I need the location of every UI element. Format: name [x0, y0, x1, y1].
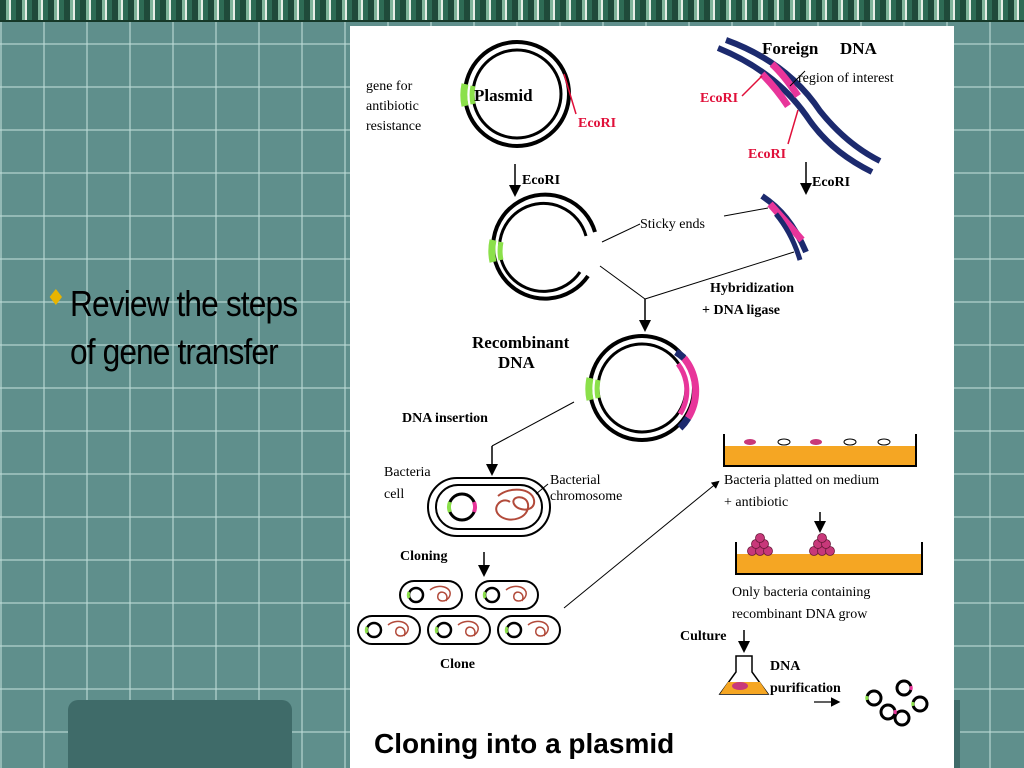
clone-cell [357, 615, 421, 645]
recombinant-dna-label: DNA [498, 353, 536, 372]
recombinant-plasmid [585, 334, 700, 442]
region-of-interest-label: region of interest [798, 71, 894, 86]
plasmid-ecori-label: EcoRI [578, 116, 616, 131]
foreign-ecori-label-1: EcoRI [700, 91, 738, 106]
clone-cell [475, 580, 539, 610]
bottom-decorative-panel [68, 700, 292, 768]
bacterial-label: Bacterial [550, 473, 601, 488]
recombinant-grow-label: recombinant DNA grow [732, 607, 868, 622]
decorative-top-strip [0, 0, 1024, 22]
agar-plate-2 [735, 533, 923, 575]
clone-cell [497, 615, 561, 645]
plus-antibiotic-label: + antibiotic [724, 495, 788, 510]
foreign-label: Foreign [762, 39, 819, 58]
gene-for-label: gene for [366, 79, 413, 94]
bullet-text: Review the steps of gene transfer [70, 283, 298, 372]
arrow-ecori-left-label: EcoRI [522, 173, 560, 188]
sticky-ends-label: Sticky ends [640, 217, 705, 232]
foreign-ecori-label-2: EcoRI [748, 147, 786, 162]
foreign-dna [716, 37, 882, 175]
clone-label: Clone [440, 657, 475, 672]
only-bacteria-label: Only bacteria containing [732, 585, 870, 600]
foreign-fragment [760, 193, 809, 261]
resistance-label: resistance [366, 119, 421, 134]
chromosome-label: chromosome [550, 489, 622, 504]
diamond-bullet-icon: ♦ [46, 286, 66, 311]
bacteria-label: Bacteria [384, 465, 431, 480]
dna-ligase-label: + DNA ligase [702, 303, 780, 318]
plasmid [460, 40, 577, 148]
cloned-bacteria [357, 580, 561, 645]
cloning-diagram: Plasmid gene for antibiotic resistance E… [357, 37, 929, 759]
hybridization-label: Hybridization [710, 281, 794, 296]
purified-plasmid-marks [865, 685, 915, 715]
purification-label: purification [770, 681, 841, 696]
bacteria-cell [427, 477, 551, 537]
figure-caption: Cloning into a plasmid [374, 728, 674, 759]
foreign-dna-label: DNA [840, 39, 878, 58]
flask-icon [718, 655, 770, 695]
right-decorative-panel [952, 700, 960, 768]
cell-label: cell [384, 487, 404, 502]
clone-cell [399, 580, 463, 610]
cut-plasmid [488, 192, 597, 301]
recombinant-label: Recombinant [472, 333, 570, 352]
agar-plate-1 [723, 434, 917, 467]
dna-insertion-label: DNA insertion [402, 411, 488, 426]
platted-label: Bacteria platted on medium [724, 473, 879, 488]
culture-label: Culture [680, 629, 726, 644]
cloning-label: Cloning [400, 549, 447, 564]
arrow-ecori-right-label: EcoRI [812, 175, 850, 190]
antibiotic-label: antibiotic [366, 99, 419, 114]
plasmid-label: Plasmid [474, 86, 533, 105]
purified-plasmids [865, 679, 929, 727]
purification-dna-label: DNA [770, 659, 801, 674]
clone-cell [427, 615, 491, 645]
cloning-figure: Plasmid gene for antibiotic resistance E… [350, 26, 954, 768]
